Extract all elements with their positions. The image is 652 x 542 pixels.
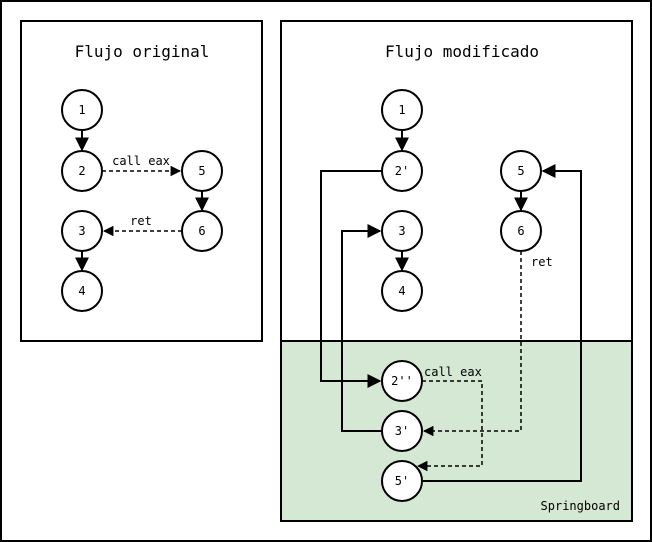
original-flow-panel: [20, 20, 263, 342]
node-5-prime: 5': [381, 460, 423, 502]
node-r4: 4: [381, 270, 423, 312]
modified-flow-panel: [280, 20, 633, 522]
node-r6-label: 6: [517, 224, 524, 238]
modified-flow-title: Flujo modificado: [385, 42, 539, 61]
ret-label-modified: ret: [531, 255, 553, 269]
node-5-label: 5: [198, 164, 205, 178]
node-3: 3: [61, 210, 103, 252]
node-2-double-prime-label: 2'': [391, 374, 413, 388]
node-2-double-prime: 2'': [381, 360, 423, 402]
node-6-label: 6: [198, 224, 205, 238]
node-5: 5: [181, 150, 223, 192]
ret-label: ret: [130, 214, 152, 228]
node-r6: 6: [500, 210, 542, 252]
node-4-label: 4: [78, 284, 85, 298]
node-3-prime-label: 3': [395, 424, 409, 438]
call-eax-label: call eax: [112, 154, 170, 168]
edge-3p-to-3: [341, 224, 382, 432]
node-r3-label: 3: [398, 224, 405, 238]
springboard-region: [280, 340, 633, 522]
node-1: 1: [61, 89, 103, 131]
node-2-label: 2: [78, 164, 85, 178]
node-4: 4: [61, 270, 103, 312]
node-3-label: 3: [78, 224, 85, 238]
node-r1: 1: [381, 89, 423, 131]
node-3-prime: 3': [381, 410, 423, 452]
edge-5p-to-5: [422, 164, 582, 482]
node-6: 6: [181, 210, 223, 252]
springboard-label: Springboard: [541, 499, 620, 513]
edge-6-to-3p-ret: [422, 251, 522, 437]
node-r3: 3: [381, 210, 423, 252]
node-1-label: 1: [78, 103, 85, 117]
call-eax-label-modified: call eax: [424, 365, 482, 379]
node-r1-label: 1: [398, 103, 405, 117]
edge-2pp-to-5p-call: [416, 380, 483, 472]
node-r5-label: 5: [517, 164, 524, 178]
original-flow-title: Flujo original: [75, 42, 210, 61]
node-5-prime-label: 5': [395, 474, 409, 488]
node-2-prime-label: 2': [395, 164, 409, 178]
node-r4-label: 4: [398, 284, 405, 298]
node-2-prime: 2': [381, 150, 423, 192]
node-2: 2: [61, 150, 103, 192]
node-r5: 5: [500, 150, 542, 192]
edge-2p-to-2pp: [320, 170, 382, 388]
